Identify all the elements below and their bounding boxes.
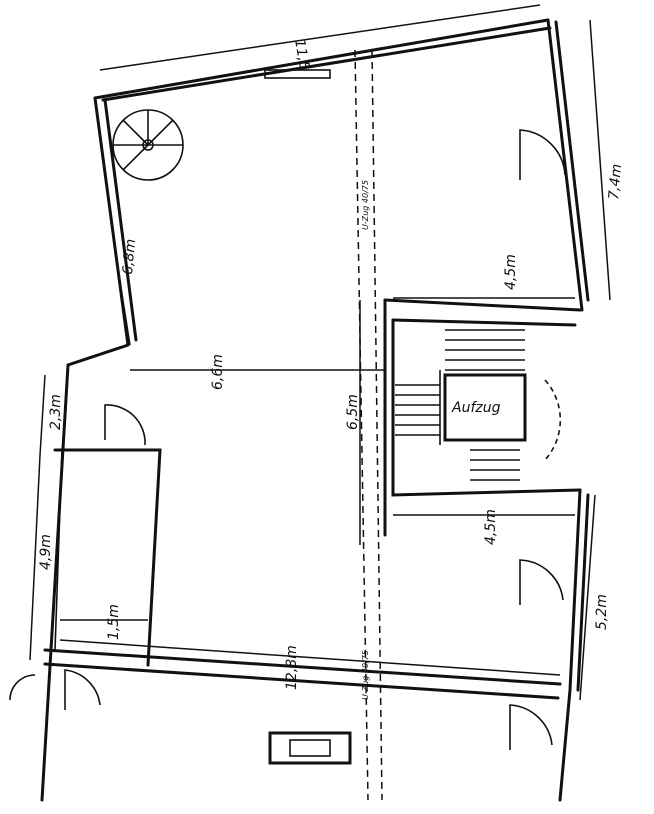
dim-left-lower: 4,9m xyxy=(38,534,54,570)
stair-core: Aufzug xyxy=(383,298,582,537)
side-room xyxy=(53,448,162,667)
dim-right-lower: 5,2m xyxy=(594,594,610,630)
beam-label-upper: U-Zug 40/75 xyxy=(361,180,370,230)
dimension-lines xyxy=(29,4,611,701)
dimension-labels: 11,5 7,4m 6,8m 4,5m 6,6m 6,5m 2,3m 4,9m … xyxy=(38,38,625,690)
dim-left-entry: 2,3m xyxy=(48,394,64,430)
spiral-staircase xyxy=(112,109,184,181)
dim-core-height: 6,5m xyxy=(345,394,361,430)
elevator xyxy=(443,373,527,442)
beam-label-lower: U-Zug 40/75 xyxy=(361,650,370,700)
doors xyxy=(9,129,566,750)
counter xyxy=(268,731,352,765)
dim-depth-middle: 6,6m xyxy=(210,354,226,390)
dim-core-bottom: 4,5m xyxy=(483,509,499,545)
dim-right-upper: 7,4m xyxy=(606,163,625,200)
dim-top-width: 11,5 xyxy=(291,38,312,72)
beams: U-Zug 40/75 U-Zug 40/75 xyxy=(354,49,383,801)
dim-bottom-length: 12,8m xyxy=(284,645,300,690)
dim-core-top: 4,5m xyxy=(503,254,519,290)
dim-room-width: 1,5m xyxy=(106,604,122,640)
dim-left-upper: 6,8m xyxy=(120,238,139,275)
outer-walls xyxy=(40,18,590,802)
elevator-label: Aufzug xyxy=(451,400,501,416)
partition-wall xyxy=(43,648,562,700)
